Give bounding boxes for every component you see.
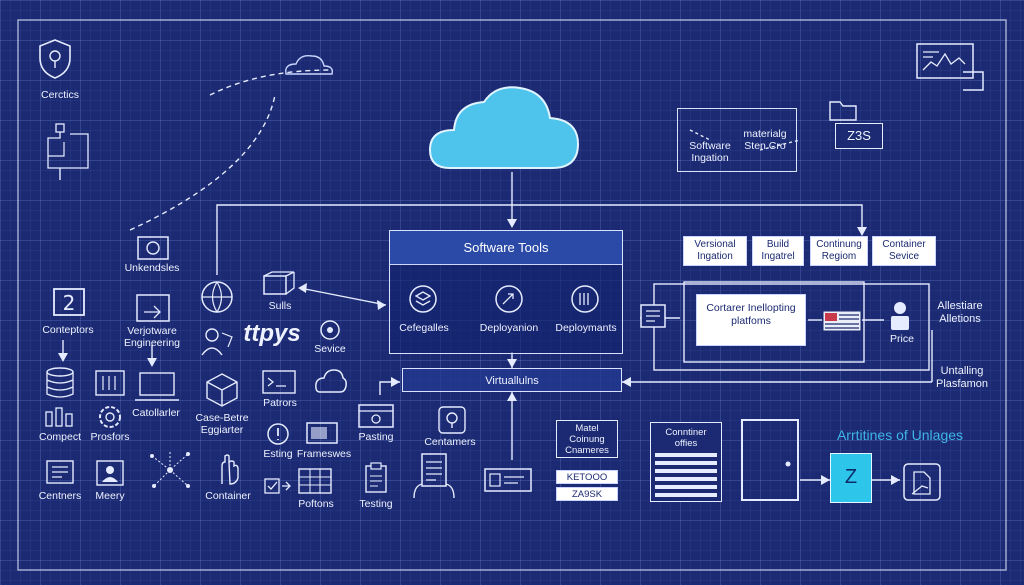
legend-line2: Software Ingation bbox=[689, 140, 731, 165]
person-icon bbox=[891, 302, 909, 330]
artifacts-label: Arrtitines of Unlages bbox=[836, 427, 964, 443]
offices-rows bbox=[655, 453, 717, 497]
label-catollarler: Catollarler bbox=[132, 407, 180, 419]
circuit-icon bbox=[47, 123, 89, 169]
build-box: Build Ingatrel bbox=[752, 236, 804, 266]
container-platform-box: Cortarer Inellopting platfoms bbox=[696, 294, 806, 346]
label-verjotware: Verjotware Engineering bbox=[123, 325, 181, 350]
cloud-outline-icon bbox=[285, 54, 334, 75]
container-service-box: Container Sevice bbox=[872, 236, 936, 266]
tool-label-2: Deployanion bbox=[479, 322, 539, 334]
legend-panel bbox=[677, 108, 797, 172]
mid-list-row-1: KETOOO bbox=[556, 470, 618, 484]
label-centamers: Centamers bbox=[424, 436, 476, 448]
legend-line1: materialg Sten Cro bbox=[743, 128, 787, 153]
layers-icon bbox=[409, 285, 437, 313]
label-centners: Centners bbox=[38, 490, 82, 502]
continung-box: Continung Regiom bbox=[810, 236, 868, 266]
label-case-betre: Case-Betre Eggiarter bbox=[195, 412, 249, 437]
info-icon bbox=[267, 423, 289, 445]
versional-box: Versional Ingation bbox=[683, 236, 747, 266]
label-frameswes: Frameswes bbox=[296, 448, 352, 460]
label-sulls: Sulls bbox=[268, 300, 292, 312]
tv-icon bbox=[306, 422, 338, 444]
grid-icon bbox=[298, 468, 332, 494]
virtualization-label: Virtuallulns bbox=[485, 375, 539, 387]
installing-label: Untalling Plasfamon bbox=[936, 365, 988, 390]
flag-icon bbox=[822, 310, 862, 332]
door-icon bbox=[741, 419, 799, 501]
database-icon bbox=[46, 367, 74, 398]
device-icon bbox=[484, 468, 532, 492]
label-cerctics: Cerctics bbox=[41, 89, 79, 101]
people-icon bbox=[201, 328, 233, 356]
label-compect: Compect bbox=[38, 431, 82, 443]
hand-icon bbox=[221, 454, 239, 485]
cloud-icon bbox=[428, 86, 580, 169]
counter-box: Z3S bbox=[835, 123, 883, 149]
cloud-small-icon bbox=[315, 369, 347, 393]
price-label: Price bbox=[890, 333, 914, 345]
book-icon bbox=[571, 285, 599, 313]
big-brand-text: ttpys bbox=[243, 320, 301, 347]
signing-icon bbox=[903, 463, 941, 501]
tool-label-1: Cefegalles bbox=[399, 322, 449, 334]
globe-icon bbox=[201, 281, 233, 314]
folder-icon bbox=[829, 101, 857, 121]
location-icon bbox=[438, 406, 466, 434]
container-offices-box: Conntiner offies bbox=[650, 422, 722, 502]
number-box-icon: 2 bbox=[53, 288, 85, 316]
label-patrors: Patrors bbox=[263, 397, 297, 409]
label-testing: Testing bbox=[359, 498, 393, 510]
virtualization-bar bbox=[402, 368, 622, 392]
browser-icon bbox=[358, 404, 394, 428]
label-prosfors: Prosfors bbox=[90, 431, 130, 443]
monitor-chart-icon bbox=[916, 43, 984, 91]
cube-icon bbox=[206, 373, 238, 407]
deploy-icon bbox=[495, 285, 523, 313]
svg-text:2: 2 bbox=[63, 291, 76, 315]
label-pasting: Pasting bbox=[358, 431, 394, 443]
label-container-left: Container bbox=[205, 490, 251, 502]
label-conteptors: Conteptors bbox=[42, 324, 94, 336]
window-arrow-icon bbox=[136, 294, 170, 322]
network-stars-icon bbox=[150, 450, 190, 488]
user-card-icon bbox=[96, 460, 124, 486]
doc-icon bbox=[640, 304, 666, 328]
camera-icon bbox=[137, 236, 169, 260]
label-unkendsles: Unkendsles bbox=[124, 262, 180, 274]
label-meery: Meery bbox=[95, 490, 125, 502]
alternative-label: Allestiare Alletions bbox=[937, 300, 983, 325]
check-arrow-icon bbox=[264, 478, 291, 494]
server-icon bbox=[95, 370, 125, 396]
gear-icon bbox=[99, 406, 121, 428]
label-esting: Esting bbox=[263, 448, 293, 460]
list-doc-icon bbox=[46, 460, 74, 484]
bar-chart-icon bbox=[45, 407, 73, 427]
laptop-icon bbox=[135, 372, 179, 401]
mid-list-title: Matel Coinung Cnameres bbox=[556, 420, 618, 458]
software-tools-title: Software Tools bbox=[390, 231, 622, 265]
terminal-icon bbox=[262, 370, 296, 394]
z-box: Z bbox=[830, 453, 872, 503]
tool-label-3: Deploymants bbox=[555, 322, 617, 334]
label-sevice: Sevice bbox=[314, 343, 346, 355]
mid-list-row-2: ZA9SK bbox=[556, 487, 618, 501]
clipboard-icon bbox=[365, 462, 387, 493]
container-offices-label: Conntiner offies bbox=[665, 427, 707, 449]
shield-icon bbox=[39, 39, 71, 79]
document-hands-icon bbox=[413, 453, 455, 499]
label-poftons: Poftons bbox=[298, 498, 334, 510]
box-icon bbox=[263, 271, 295, 295]
settings-icon bbox=[320, 320, 340, 340]
